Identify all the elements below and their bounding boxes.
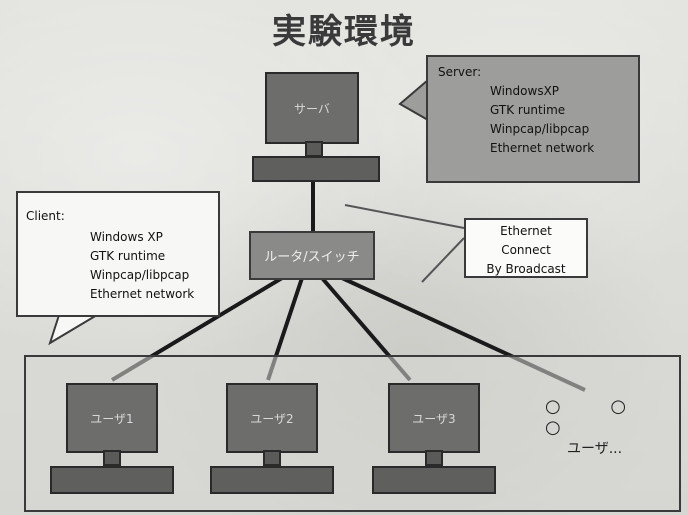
server-keyboard <box>252 156 380 182</box>
ethernet-note-line: By Broadcast <box>486 262 566 276</box>
ethernet-note-line: Ethernet <box>500 224 552 238</box>
server-info-callout: Server: WindowsXP GTK runtime Winpcap/li… <box>426 55 640 183</box>
user-monitor: ユーザ3 <box>388 383 480 453</box>
ethernet-pointer-1 <box>344 204 465 229</box>
router-switch: ルータ/スイッチ <box>249 231 375 280</box>
user-keyboard <box>50 466 174 494</box>
server-monitor: サーバ <box>265 72 359 144</box>
user-monitor: ユーザ2 <box>226 383 318 453</box>
server-callout-pointer <box>398 77 429 122</box>
server-spec-list: WindowsXP GTK runtime Winpcap/libpcap Et… <box>490 82 594 158</box>
user-keyboard <box>372 466 496 494</box>
client-info-callout: Client: Windows XP GTK runtime Winpcap/l… <box>16 191 220 317</box>
user-stand <box>103 450 121 466</box>
server-heading: Server: <box>438 65 482 79</box>
user-keyboard <box>210 466 334 494</box>
user-stand <box>425 450 443 466</box>
client-spec-item: Windows XP <box>90 230 163 244</box>
client-spec-list: Windows XP GTK runtime Winpcap/libpcap E… <box>90 228 194 304</box>
user-monitor-label: ユーザ1 <box>90 411 134 426</box>
server-spec-item: Ethernet network <box>490 141 595 155</box>
more-users-dots: ○ ○ ○ <box>545 396 649 438</box>
client-spec-item: Ethernet network <box>90 287 195 301</box>
ethernet-note: Ethernet Connect By Broadcast <box>464 218 588 278</box>
more-users-label: ユーザ... <box>567 441 623 457</box>
server-stand <box>305 141 323 157</box>
ethernet-note-line: Connect <box>501 243 551 257</box>
user-monitor-label: ユーザ2 <box>250 411 294 426</box>
client-spec-item: GTK runtime <box>90 249 166 263</box>
user-monitor-label: ユーザ3 <box>412 411 456 426</box>
server-spec-item: WindowsXP <box>490 84 560 98</box>
ethernet-pointer-2 <box>421 237 465 283</box>
router-label: ルータ/スイッチ <box>264 250 360 265</box>
server-monitor-label: サーバ <box>294 101 330 116</box>
server-spec-item: GTK runtime <box>490 103 566 117</box>
user-monitor: ユーザ1 <box>66 383 158 453</box>
client-spec-item: Winpcap/libpcap <box>90 268 190 282</box>
server-spec-item: Winpcap/libpcap <box>490 122 590 136</box>
client-heading: Client: <box>26 209 65 223</box>
page-title: 実験環境 <box>272 12 416 52</box>
user-stand <box>263 450 281 466</box>
